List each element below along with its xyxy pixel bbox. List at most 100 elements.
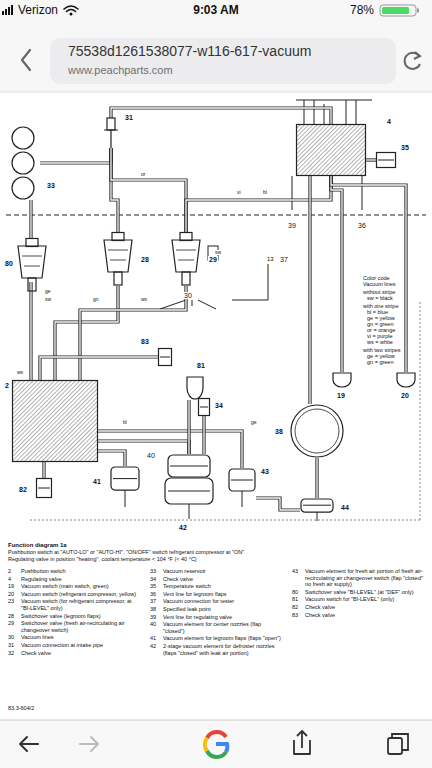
component-symbol xyxy=(186,376,204,400)
vacuum-line xyxy=(111,108,331,124)
vacuum-line xyxy=(331,176,342,372)
vacuum-component: 29 xyxy=(168,232,204,286)
callout-number: 34 xyxy=(214,402,224,409)
vacuum-line xyxy=(256,498,300,510)
vacuum-component: 83 xyxy=(158,348,172,366)
status-text: Verizon xyxy=(18,4,58,16)
key-number: 2 xyxy=(8,568,19,575)
component-symbol xyxy=(168,232,204,286)
domain-text: www.peachparts.com xyxy=(68,65,173,76)
key-text: Regulating valve in position "heating", … xyxy=(8,557,197,563)
tube-bore xyxy=(256,498,300,510)
tube-outline xyxy=(331,176,406,372)
diagram-label: bl xyxy=(122,420,128,425)
tube-outline xyxy=(42,462,45,478)
key-description: Switchover valve (fresh air-recirculatin… xyxy=(21,620,142,633)
diagram-label: with one stripe xyxy=(362,304,399,310)
tube-outline xyxy=(111,108,331,124)
component-symbol xyxy=(100,232,136,286)
tube-outline xyxy=(308,176,311,404)
key-description: Check valve xyxy=(21,650,142,657)
diagram-label: Color code xyxy=(362,276,391,282)
key-description: Vacuum element for center nozzles (flap … xyxy=(163,621,284,634)
diagram-label: gn = green xyxy=(366,360,394,366)
vacuum-component: 43 xyxy=(228,468,256,508)
key-column: 43Vacuum element for fresh air portion o… xyxy=(292,568,426,618)
tube-outline xyxy=(256,498,300,510)
tube-outline xyxy=(29,200,32,238)
vacuum-component: 28 xyxy=(100,232,136,286)
diagram-label: 13 xyxy=(266,256,275,262)
tube-outline xyxy=(40,357,158,380)
diagram-label: 30 xyxy=(183,292,193,299)
callout-number: 41 xyxy=(92,478,102,485)
component-symbol xyxy=(14,238,48,282)
callout-number: 83 xyxy=(140,338,150,345)
component-symbol xyxy=(158,348,172,366)
component-symbol xyxy=(12,380,98,462)
key-number: 41 xyxy=(150,635,161,642)
key-number: 30 xyxy=(8,634,19,641)
diagram-label: sw xyxy=(44,297,52,302)
component-symbol xyxy=(376,152,396,168)
tube-bore xyxy=(188,400,189,454)
key-column: 2Pushbutton switch4Regulating valve19Vac… xyxy=(8,568,142,656)
key-number: 33 xyxy=(150,568,161,575)
tube-outline xyxy=(80,286,186,380)
diagram-label: 36 xyxy=(357,222,367,229)
key-number: 23 xyxy=(8,598,19,611)
vacuum-line xyxy=(98,431,242,468)
tube-bore xyxy=(331,176,406,372)
key-description: Switchover valve "BI-LEVEL" (at "DEF" on… xyxy=(305,589,426,596)
tube-bore xyxy=(40,148,111,163)
tube-outline xyxy=(315,458,318,498)
key-description: Vacuum connection for tester xyxy=(163,598,284,605)
diagram-label: vi xyxy=(236,190,242,195)
key-number: 29 xyxy=(8,620,19,633)
vacuum-component: 42 xyxy=(164,454,214,520)
vacuum-component: 38 xyxy=(290,404,344,458)
tube-outline xyxy=(55,286,118,380)
tube-bore xyxy=(316,458,317,498)
key-number: 82 xyxy=(292,604,303,611)
key-number: 35 xyxy=(150,583,161,590)
diagram-label: vi = purple xyxy=(366,334,394,340)
vacuum-line xyxy=(31,282,32,380)
diagram-label: or = orange xyxy=(366,328,396,334)
component-symbol xyxy=(332,372,352,388)
vacuum-component: 44 xyxy=(300,498,334,522)
component-symbol xyxy=(164,454,214,520)
diagram-label: sw xyxy=(214,250,222,255)
callout-number: 4 xyxy=(386,118,392,125)
vacuum-component: 35 xyxy=(376,152,396,168)
key-description: Vent line for legroom flaps xyxy=(163,591,284,598)
vacuum-line xyxy=(317,458,318,498)
vacuum-component: 41 xyxy=(110,466,140,508)
tube-outline xyxy=(366,158,376,161)
callout-number: 35 xyxy=(400,144,410,151)
key-description: Switchover valve (legroom flaps) xyxy=(21,613,142,620)
tube-outline xyxy=(29,282,32,380)
callout-number: 81 xyxy=(196,362,206,369)
callout-number: 20 xyxy=(400,392,410,399)
diagram-label: Vacuum lines xyxy=(362,282,397,288)
diagram-label: sw = black xyxy=(366,296,394,302)
diagram-label: ws xyxy=(16,370,24,375)
callout-number: 2 xyxy=(4,382,10,389)
vacuum-line xyxy=(111,148,186,232)
key-description: Regulating valve xyxy=(21,576,142,583)
key-number: 83 xyxy=(292,612,303,619)
tube-outline xyxy=(187,400,190,454)
key-number: 42 xyxy=(150,643,161,656)
vacuum-line xyxy=(310,176,311,404)
vacuum-component: 82 xyxy=(36,478,52,498)
key-number: 37 xyxy=(150,598,161,605)
tube-bore xyxy=(366,159,376,160)
key-number: 43 xyxy=(292,568,303,588)
vacuum-component: 81 xyxy=(186,376,204,400)
tube-bore xyxy=(40,357,158,380)
vacuum-line xyxy=(98,451,125,466)
tube-bore xyxy=(55,286,118,380)
diagram-label: ge xyxy=(250,420,258,425)
callout-number: 19 xyxy=(336,392,346,399)
